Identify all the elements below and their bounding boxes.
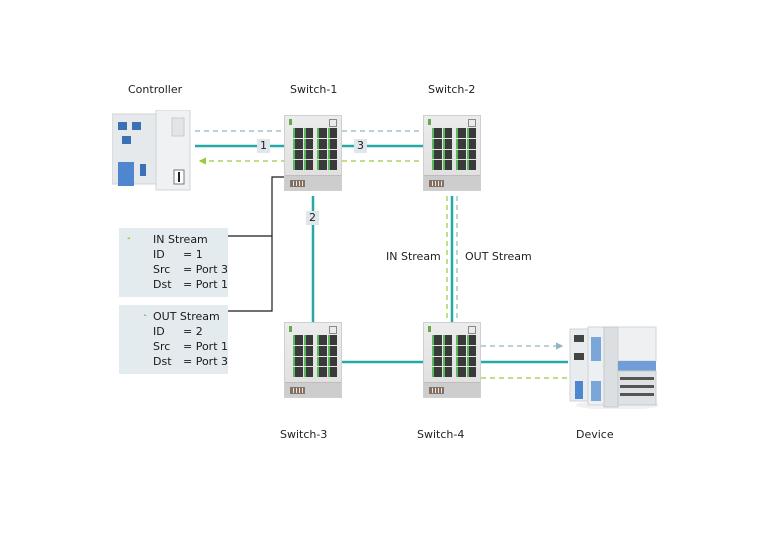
field-value: = Port 3 bbox=[183, 263, 229, 276]
field-key: Dst bbox=[153, 355, 172, 368]
port-group bbox=[317, 335, 337, 377]
io-device[interactable] bbox=[568, 325, 660, 410]
port-badge-3: 3 bbox=[354, 139, 367, 153]
port-group bbox=[317, 128, 337, 170]
field-value: = 2 bbox=[183, 325, 203, 338]
out-stream-arrow-icon bbox=[144, 314, 148, 316]
controller-device[interactable] bbox=[111, 109, 192, 192]
out-stream-row: Dst = Port 3 bbox=[125, 354, 228, 369]
port-group bbox=[432, 335, 452, 377]
in-stream-row: Src = Port 3 bbox=[125, 262, 228, 277]
switch4-label: Switch-4 bbox=[417, 428, 465, 441]
field-value: = 1 bbox=[183, 248, 203, 261]
switch4[interactable] bbox=[423, 322, 481, 398]
status-led-icon bbox=[428, 119, 438, 125]
in-stream-info-box: IN Stream ID = 1 Src = Port 3 Dst = Port 1 bbox=[119, 228, 228, 297]
device-label: Device bbox=[576, 428, 614, 441]
in-stream-title-row: IN Stream bbox=[125, 232, 222, 247]
status-led-icon bbox=[428, 326, 438, 332]
port-badge-2: 2 bbox=[306, 211, 319, 225]
port-badge-1: 1 bbox=[257, 139, 270, 153]
field-value: = Port 1 bbox=[183, 278, 229, 291]
out-stream-row: Src = Port 1 bbox=[125, 339, 228, 354]
in-stream-arrow-icon bbox=[126, 237, 130, 239]
field-key: ID bbox=[153, 248, 165, 261]
field-value: = Port 1 bbox=[183, 340, 229, 353]
in-stream-row: ID = 1 bbox=[125, 247, 222, 262]
terminal-connector-icon bbox=[290, 387, 305, 394]
port-group bbox=[456, 128, 476, 170]
out-stream-title-row: OUT Stream bbox=[125, 309, 222, 324]
field-key: ID bbox=[153, 325, 165, 338]
logo-icon bbox=[468, 326, 476, 334]
logo-icon bbox=[329, 326, 337, 334]
field-key: Src bbox=[153, 340, 171, 353]
port-group bbox=[293, 128, 313, 170]
terminal-connector-icon bbox=[429, 180, 444, 187]
port-group bbox=[456, 335, 476, 377]
switch1[interactable] bbox=[284, 115, 342, 191]
field-key: Dst bbox=[153, 278, 172, 291]
out-stream-row: ID = 2 bbox=[125, 324, 222, 339]
controller-label: Controller bbox=[128, 83, 183, 96]
out-stream-title: OUT Stream bbox=[153, 310, 220, 323]
in-stream-label: IN Stream bbox=[386, 250, 441, 263]
switch2-label: Switch-2 bbox=[428, 83, 476, 96]
out-stream-label: OUT Stream bbox=[465, 250, 532, 263]
in-stream-row: Dst = Port 1 bbox=[125, 277, 228, 292]
logo-icon bbox=[468, 119, 476, 127]
controller-icon bbox=[111, 109, 191, 191]
status-led-icon bbox=[289, 326, 299, 332]
field-value: = Port 3 bbox=[183, 355, 229, 368]
device-icon bbox=[569, 326, 660, 410]
switch3[interactable] bbox=[284, 322, 342, 398]
terminal-connector-icon bbox=[429, 387, 444, 394]
in-stream-title: IN Stream bbox=[153, 233, 208, 246]
connector-out-box bbox=[228, 236, 273, 312]
terminal-connector-icon bbox=[290, 180, 305, 187]
switch2[interactable] bbox=[423, 115, 481, 191]
switch1-label: Switch-1 bbox=[290, 83, 338, 96]
out-stream-info-box: OUT Stream ID = 2 Src = Port 1 Dst = Port 3 bbox=[119, 305, 228, 374]
status-led-icon bbox=[289, 119, 299, 125]
logo-icon bbox=[329, 119, 337, 127]
switch3-label: Switch-3 bbox=[280, 428, 328, 441]
field-key: Src bbox=[153, 263, 171, 276]
port-group bbox=[432, 128, 452, 170]
port-group bbox=[293, 335, 313, 377]
